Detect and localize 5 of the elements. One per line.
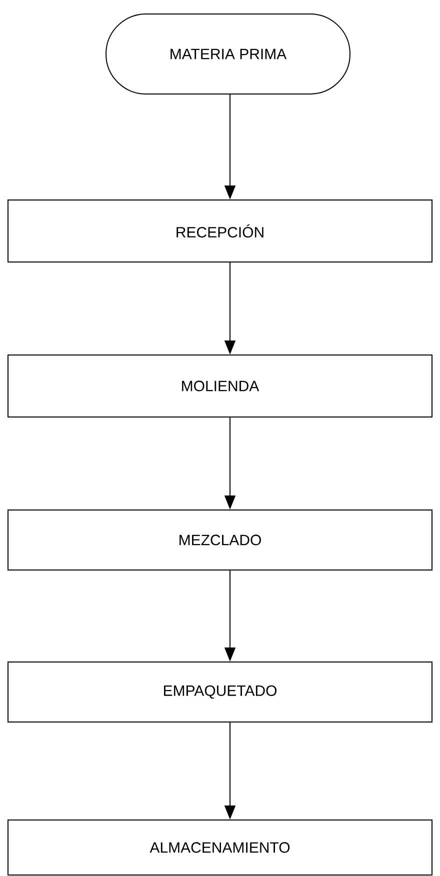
process-box: MEZCLADO bbox=[8, 510, 432, 570]
process-box: MOLIENDA bbox=[8, 354, 432, 418]
process-box: EMPAQUETADO bbox=[8, 662, 432, 722]
process-box: RECEPCIÓN bbox=[8, 200, 432, 262]
process-box: ALMACENAMIENTO bbox=[8, 820, 432, 876]
